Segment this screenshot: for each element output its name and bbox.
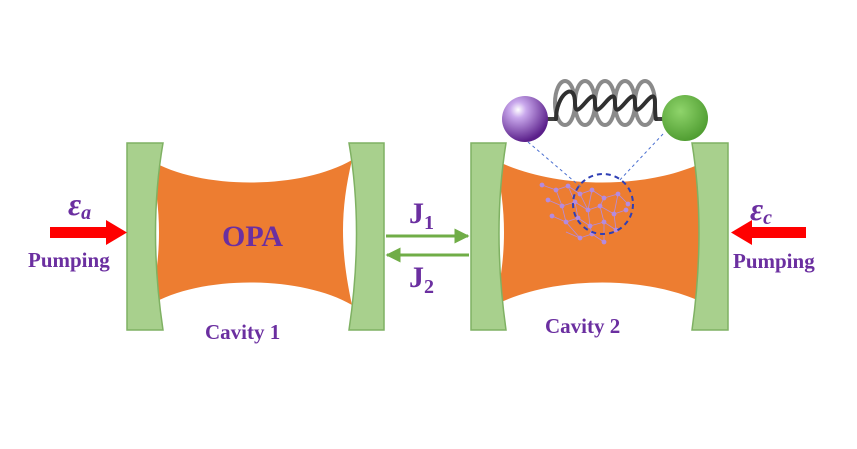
mass-left-sphere: [502, 96, 548, 142]
coupling-forward-subscript: 1: [424, 212, 434, 234]
pump-left-label: Pumping: [28, 248, 110, 272]
pump-right-symbol-text: ε: [750, 191, 764, 227]
pump-right-symbol: εc: [750, 193, 772, 228]
cavity2-left-mirror: [470, 142, 507, 331]
pump-left-symbol-text: ε: [68, 186, 82, 222]
coupling-forward-symbol: J: [409, 197, 424, 230]
cavity2-label: Cavity 2: [545, 314, 621, 338]
pump-right-subscript: c: [763, 207, 773, 229]
coupling-backward-subscript: 2: [424, 276, 434, 298]
pump-right-label: Pumping: [733, 249, 815, 273]
highlight-dashed-circle: [572, 173, 634, 235]
cavity1-right-mirror: [348, 142, 385, 331]
cavity1-medium: [150, 160, 352, 305]
spring-icon: [538, 79, 678, 127]
cavity1-medium-label: OPA: [222, 220, 284, 253]
mass-right-sphere: [662, 95, 708, 141]
coupling-backward-label: J2: [409, 261, 434, 298]
cavity2-medium: [495, 160, 708, 305]
cavity1-left-mirror: [126, 142, 164, 331]
pump-left-symbol: εa: [68, 188, 91, 223]
cavity1-label: Cavity 1: [205, 320, 281, 344]
pump-left-subscript: a: [81, 202, 92, 224]
coupling-backward-symbol: J: [409, 261, 424, 294]
projection-line-right: [617, 133, 664, 183]
pump-right-arrow: [731, 220, 806, 245]
coupling-forward-label: J1: [409, 197, 434, 234]
atomic-lattice: [539, 182, 631, 245]
pump-left-arrow: [50, 220, 127, 245]
cavity2-right-mirror: [691, 142, 729, 331]
